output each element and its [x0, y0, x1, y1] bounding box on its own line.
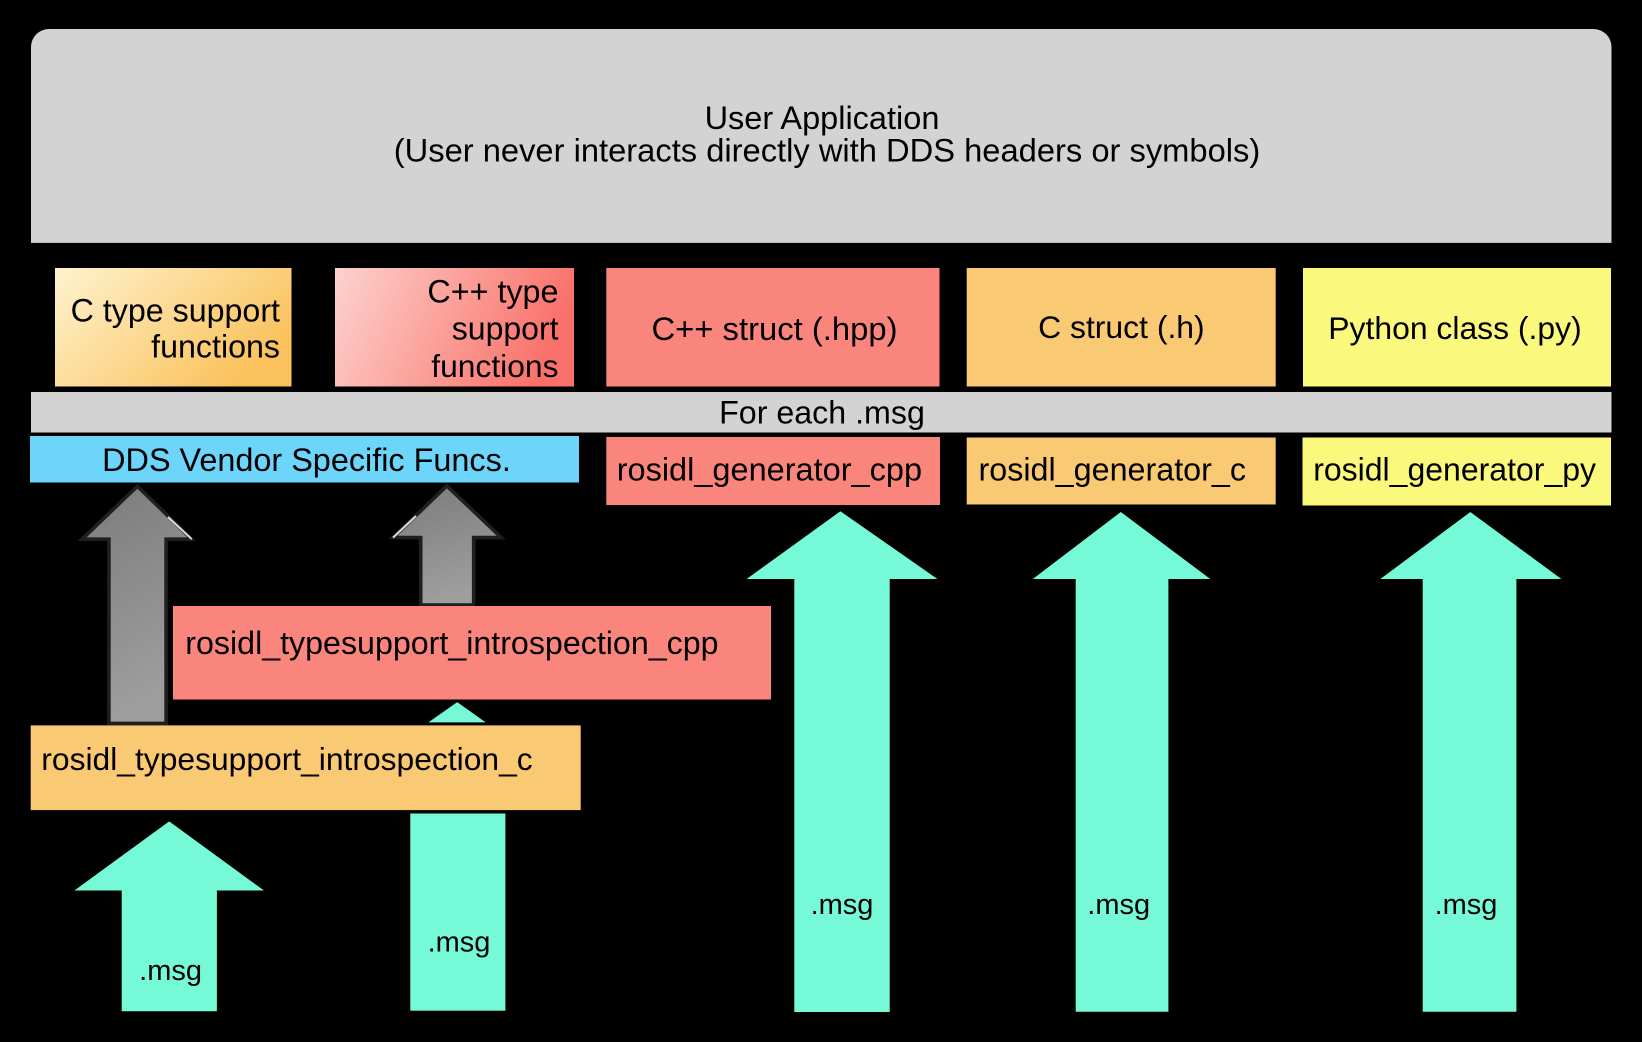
- svg-text:rosidl_generator_py: rosidl_generator_py: [1313, 452, 1596, 488]
- svg-text:.msg: .msg: [428, 927, 491, 959]
- svg-text:functions: functions: [151, 329, 280, 365]
- svg-text:User Application: User Application: [705, 100, 940, 136]
- svg-text:rosidl_generator_cpp: rosidl_generator_cpp: [617, 452, 922, 488]
- svg-text:C++ struct (.hpp): C++ struct (.hpp): [651, 310, 897, 347]
- svg-text:rosidl_typesupport_introspecti: rosidl_typesupport_introspection_cpp: [185, 625, 718, 661]
- svg-text:.msg: .msg: [1087, 889, 1150, 921]
- svg-text:.msg: .msg: [811, 889, 874, 921]
- svg-text:rosidl_typesupport_introspecti: rosidl_typesupport_introspection_c: [41, 741, 532, 777]
- svg-text:C++ type: C++ type: [427, 273, 558, 309]
- svg-text:For each .msg: For each .msg: [719, 395, 925, 431]
- svg-text:support: support: [452, 311, 559, 347]
- svg-text:.msg: .msg: [139, 955, 202, 987]
- svg-text:rosidl_generator_c: rosidl_generator_c: [979, 452, 1247, 488]
- svg-text:C struct (.h): C struct (.h): [1038, 309, 1205, 345]
- svg-text:(User never interacts directly: (User never interacts directly with DDS …: [394, 131, 1261, 168]
- svg-text:C type support: C type support: [71, 293, 280, 329]
- svg-text:.msg: .msg: [1435, 889, 1498, 921]
- svg-text:DDS Vendor Specific Funcs.: DDS Vendor Specific Funcs.: [102, 442, 511, 478]
- svg-text:Python class (.py): Python class (.py): [1328, 310, 1581, 346]
- svg-text:functions: functions: [431, 348, 558, 384]
